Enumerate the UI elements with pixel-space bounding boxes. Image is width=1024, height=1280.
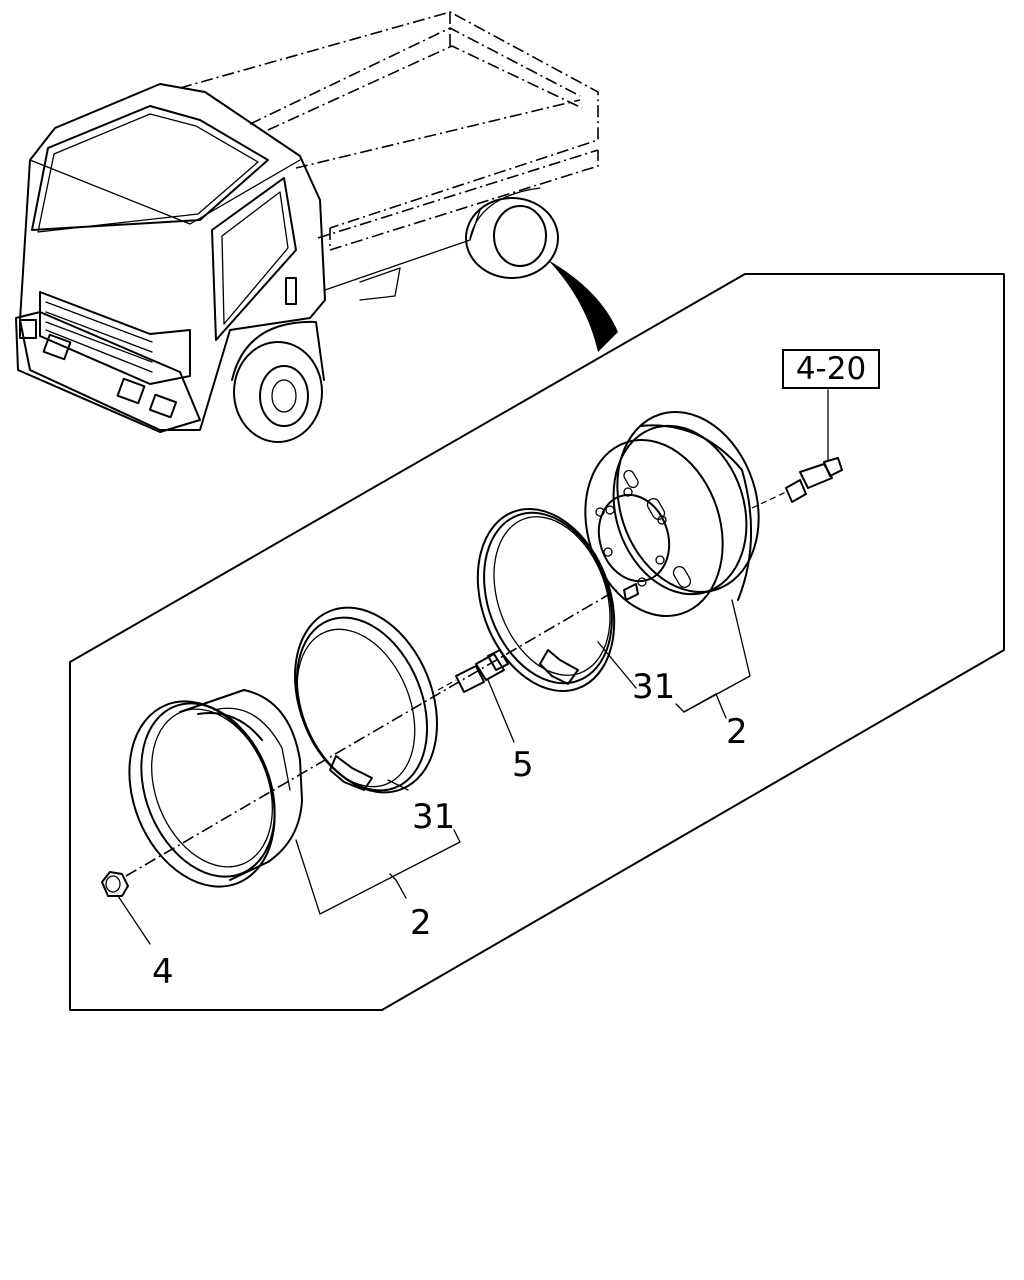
wheel-rim-lower: [128, 689, 303, 888]
lock-ring-upper: [476, 507, 616, 693]
detail-frame: [69, 273, 1005, 1011]
lock-ring-lower: [294, 606, 438, 794]
wheel-disc-upper: [584, 411, 760, 617]
callout-31-lower: 31: [412, 797, 456, 837]
callout-4: 4: [152, 952, 174, 992]
wheel-nut: [101, 871, 129, 897]
callout-31-upper: 31: [632, 667, 676, 707]
hub-bolt: [437, 649, 509, 693]
truck-illustration: [15, 11, 618, 443]
callout-5: 5: [512, 745, 534, 785]
callout-2-lower: 2: [410, 903, 432, 943]
stud-bolt-upper: [751, 457, 843, 509]
reference-box-4-20[interactable]: 4-20: [782, 349, 880, 389]
callout-2-upper: 2: [726, 712, 748, 752]
